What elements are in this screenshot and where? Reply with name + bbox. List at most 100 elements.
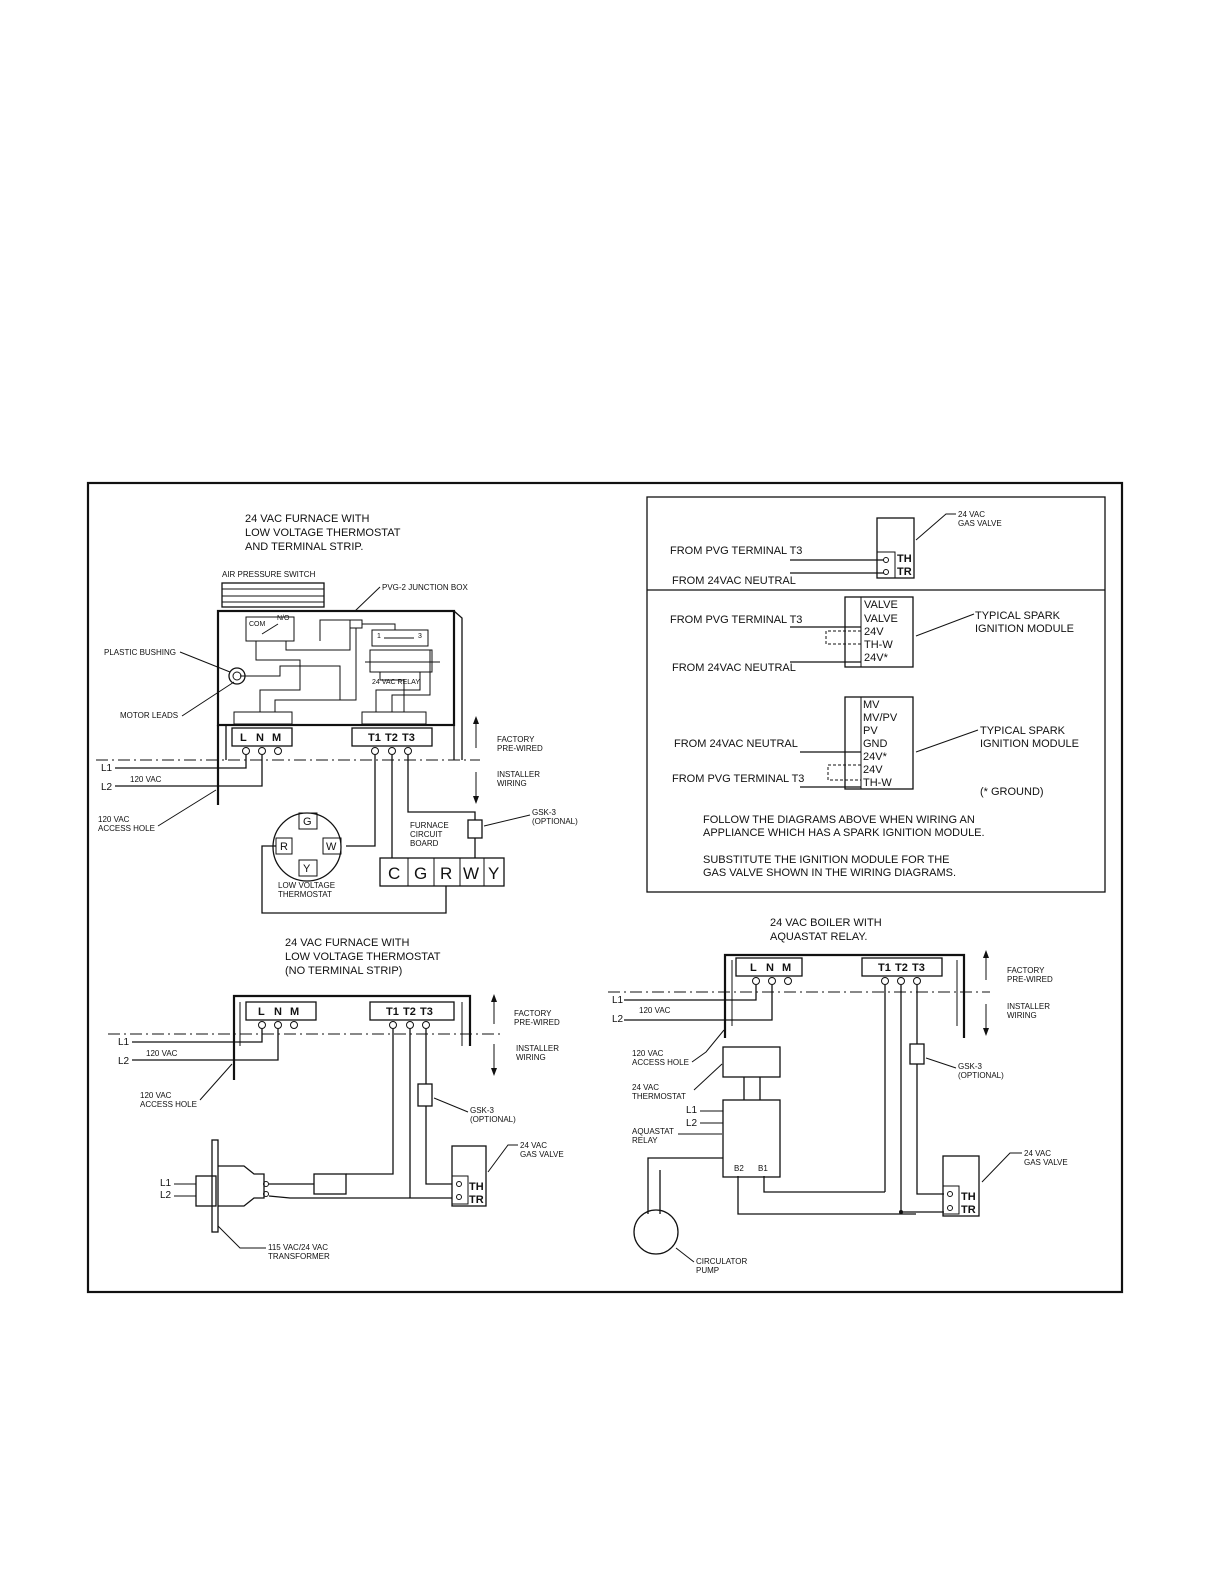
br-relay-l1: L1 xyxy=(686,1105,698,1116)
bl-gsk3-2: (OPTIONAL) xyxy=(470,1115,516,1124)
board-terminal-g: G xyxy=(414,864,427,883)
follow-note-1: FOLLOW THE DIAGRAMS ABOVE WHEN WIRING AN xyxy=(703,814,975,826)
p1-from-t3: FROM PVG TERMINAL T3 xyxy=(670,545,802,557)
board-terminal-r: R xyxy=(440,864,452,883)
br-l2: L2 xyxy=(612,1014,624,1025)
installer-wiring-label-2: WIRING xyxy=(497,779,527,788)
furnace-with-terminal-strip-diagram: 24 VAC FURNACE WITH LOW VOLTAGE THERMOST… xyxy=(96,513,578,914)
p1-from-neutral: FROM 24VAC NEUTRAL xyxy=(672,575,796,587)
p3-ignition-module xyxy=(844,696,914,790)
relay-pin-3: 3 xyxy=(418,633,422,640)
p3-from-t3: FROM PVG TERMINAL T3 xyxy=(672,773,804,785)
gsk3-label-1: GSK-3 xyxy=(532,808,557,817)
air-pressure-switch xyxy=(221,582,325,608)
bl-installer-1: INSTALLER xyxy=(516,1044,559,1053)
board-terminal-w: W xyxy=(463,864,479,883)
br-installer-1: INSTALLER xyxy=(1007,1002,1050,1011)
p2-ignition-module xyxy=(844,596,914,668)
p1-th: TH xyxy=(897,553,912,565)
p2-row-1: VALVE xyxy=(864,599,898,611)
l2-label: L2 xyxy=(101,782,113,793)
motor-leads-label: MOTOR LEADS xyxy=(120,711,178,720)
access-hole-label-1: 120 VAC xyxy=(98,815,130,824)
bl-valve-label-2: GAS VALVE xyxy=(520,1150,564,1159)
board-terminal-y: Y xyxy=(488,864,499,883)
p3-row-3: PV xyxy=(863,725,878,737)
br-valve-label-2: GAS VALVE xyxy=(1024,1158,1068,1167)
substitute-note-2: GAS VALVE SHOWN IN THE WIRING DIAGRAMS. xyxy=(703,867,956,879)
bl-access-hole-2: ACCESS HOLE xyxy=(140,1100,197,1109)
thermostat-label-2: THERMOSTAT xyxy=(278,890,332,899)
relay-label: 24 VAC RELAY xyxy=(372,679,420,686)
br-tr: TR xyxy=(961,1204,976,1216)
br-t-strip xyxy=(861,957,943,977)
terminal-t1: T1 xyxy=(368,732,381,744)
lnm-block-top xyxy=(233,711,293,725)
br-factory-1: FACTORY xyxy=(1007,966,1045,975)
pressure-switch-contacts xyxy=(245,616,295,642)
bl-transformer-plate xyxy=(211,1139,219,1233)
p3-module-label-1: TYPICAL SPARK xyxy=(980,725,1066,737)
br-title-1: 24 VAC BOILER WITH xyxy=(770,917,882,929)
bl-transformer-l1: L1 xyxy=(160,1178,172,1189)
terminal-m: M xyxy=(272,732,281,744)
plastic-bushing xyxy=(228,667,246,685)
air-pressure-switch-label: AIR PRESSURE SWITCH xyxy=(222,570,316,579)
bl-gsk3-resistor xyxy=(417,1083,433,1107)
p2-module-label-2: IGNITION MODULE xyxy=(975,623,1074,635)
terminal-t3: T3 xyxy=(402,732,415,744)
bl-transformer-label-1: 115 VAC/24 VAC xyxy=(268,1243,328,1252)
t-terminal-strip xyxy=(351,727,433,747)
br-terminal-t2: T2 xyxy=(895,962,908,974)
p2-module-label-1: TYPICAL SPARK xyxy=(975,610,1061,622)
lnm-terminal-strip xyxy=(231,727,293,747)
figure-frame xyxy=(86,481,1124,1294)
br-th: TH xyxy=(961,1191,976,1203)
bl-title-2: LOW VOLTAGE THERMOSTAT xyxy=(285,951,441,963)
br-l1: L1 xyxy=(612,995,624,1006)
thermostat-g: G xyxy=(303,816,312,828)
furnace-board-label-1: FURNACE xyxy=(410,821,449,830)
diagram-title-line-2: LOW VOLTAGE THERMOSTAT xyxy=(245,527,401,539)
relay-pin-1: 1 xyxy=(377,633,381,640)
bl-transformer-label-2: TRANSFORMER xyxy=(268,1252,330,1261)
terminal-l: L xyxy=(240,732,247,744)
thermostat-label-1: LOW VOLTAGE xyxy=(278,881,335,890)
br-terminal-t3: T3 xyxy=(912,962,925,974)
gsk3-label-2: (OPTIONAL) xyxy=(532,817,578,826)
br-gsk3-1: GSK-3 xyxy=(958,1062,983,1071)
br-thermostat-label-2: THERMOSTAT xyxy=(632,1092,686,1101)
furnace-circuit-board xyxy=(379,857,505,887)
bl-title-1: 24 VAC FURNACE WITH xyxy=(285,937,410,949)
p3-row-6: 24V xyxy=(863,764,883,776)
p3-row-5: 24V* xyxy=(863,751,888,763)
bl-l1: L1 xyxy=(118,1037,130,1048)
board-terminal-c: C xyxy=(388,864,400,883)
br-thermostat xyxy=(722,1046,781,1078)
access-hole-label-2: ACCESS HOLE xyxy=(98,824,155,833)
br-lnm-strip xyxy=(735,957,803,977)
bl-tr: TR xyxy=(469,1194,484,1206)
br-gsk3-2: (OPTIONAL) xyxy=(958,1071,1004,1080)
p1-valve-label-2: GAS VALVE xyxy=(958,519,1002,528)
br-thermostat-label-1: 24 VAC xyxy=(632,1083,659,1092)
br-installer-2: WIRING xyxy=(1007,1011,1037,1020)
junction-box-label: PVG-2 JUNCTION BOX xyxy=(382,583,468,592)
bl-l2: L2 xyxy=(118,1056,130,1067)
factory-prewired-label-2: PRE-WIRED xyxy=(497,744,543,753)
relay-body xyxy=(369,649,433,673)
bl-gsk3-1: GSK-3 xyxy=(470,1106,495,1115)
plastic-bushing-label: PLASTIC BUSHING xyxy=(104,648,176,657)
bl-terminal-t1: T1 xyxy=(386,1006,399,1018)
furnace-board-label-2: CIRCUIT xyxy=(410,830,443,839)
gsk3-resistor-top xyxy=(467,819,483,839)
bl-terminal-n: N xyxy=(274,1006,282,1018)
p2-row-3: 24V xyxy=(864,626,884,638)
diagram-title-line-3: AND TERMINAL STRIP. xyxy=(245,541,363,553)
no-label: N/O xyxy=(277,615,290,622)
bl-lnm-strip xyxy=(245,1001,317,1021)
bl-factory-1: FACTORY xyxy=(514,1009,552,1018)
p2-row-5: 24V* xyxy=(864,652,889,664)
p3-module-label-2: IGNITION MODULE xyxy=(980,738,1079,750)
br-b2: B2 xyxy=(734,1164,744,1173)
